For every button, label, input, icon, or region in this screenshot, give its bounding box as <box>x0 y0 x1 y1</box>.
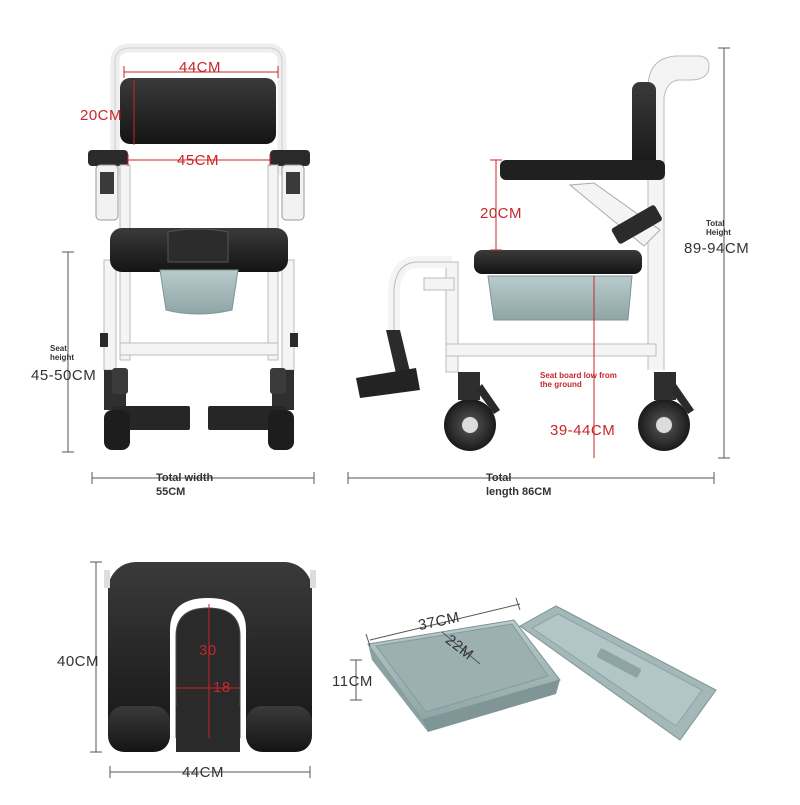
front-left-wheel <box>104 410 130 450</box>
total-height-title: Total Height <box>706 219 731 237</box>
front-left-footrest <box>112 406 190 430</box>
cushion-dimension-lines <box>90 561 311 778</box>
seat-board-value: 39-44CM <box>550 422 616 439</box>
front-left-armrest <box>88 150 128 166</box>
armrest-gap-label: 45CM <box>177 152 220 169</box>
side-handle <box>647 55 710 370</box>
total-length-title: Total <box>486 472 512 484</box>
seat-height-title: Seat height <box>50 344 74 362</box>
armrest-height-label: 20CM <box>480 205 523 222</box>
front-right-wheel <box>268 410 294 450</box>
backrest-height-label: 20CM <box>80 107 123 124</box>
total-width-value: 55CM <box>156 486 186 498</box>
bucket-with-lid <box>367 605 717 741</box>
opening-width-label: 18 <box>213 679 231 696</box>
bucket-dimension-lines <box>350 597 521 701</box>
front-right-armrest <box>270 150 310 166</box>
front-bucket <box>159 269 239 315</box>
total-length-value: length 86CM <box>486 486 552 498</box>
seat-height-value: 45-50CM <box>31 367 97 384</box>
backrest-width-label: 44CM <box>179 59 222 76</box>
opening-length-label: 30 <box>199 642 217 659</box>
front-view-chair <box>88 43 310 450</box>
side-footrest <box>356 368 420 398</box>
cushion-width-label: 44CM <box>182 764 225 781</box>
side-view-chair <box>356 55 710 451</box>
bucket-height-label: 11CM <box>332 673 373 690</box>
cushion-depth-label: 40CM <box>57 653 100 670</box>
side-armrest <box>500 160 665 180</box>
front-dimension-lines <box>62 66 315 484</box>
side-bucket <box>487 275 633 321</box>
seat-board-title: Seat board low from the ground <box>540 371 617 389</box>
seat-cushion-top-view <box>104 562 316 752</box>
side-dimension-lines <box>347 47 730 484</box>
side-seat <box>474 250 642 274</box>
side-backrest <box>632 82 656 178</box>
front-backrest <box>120 78 276 144</box>
total-height-value: 89-94CM <box>684 240 750 257</box>
total-width-title: Total width <box>156 472 214 484</box>
front-right-footrest <box>208 406 286 430</box>
